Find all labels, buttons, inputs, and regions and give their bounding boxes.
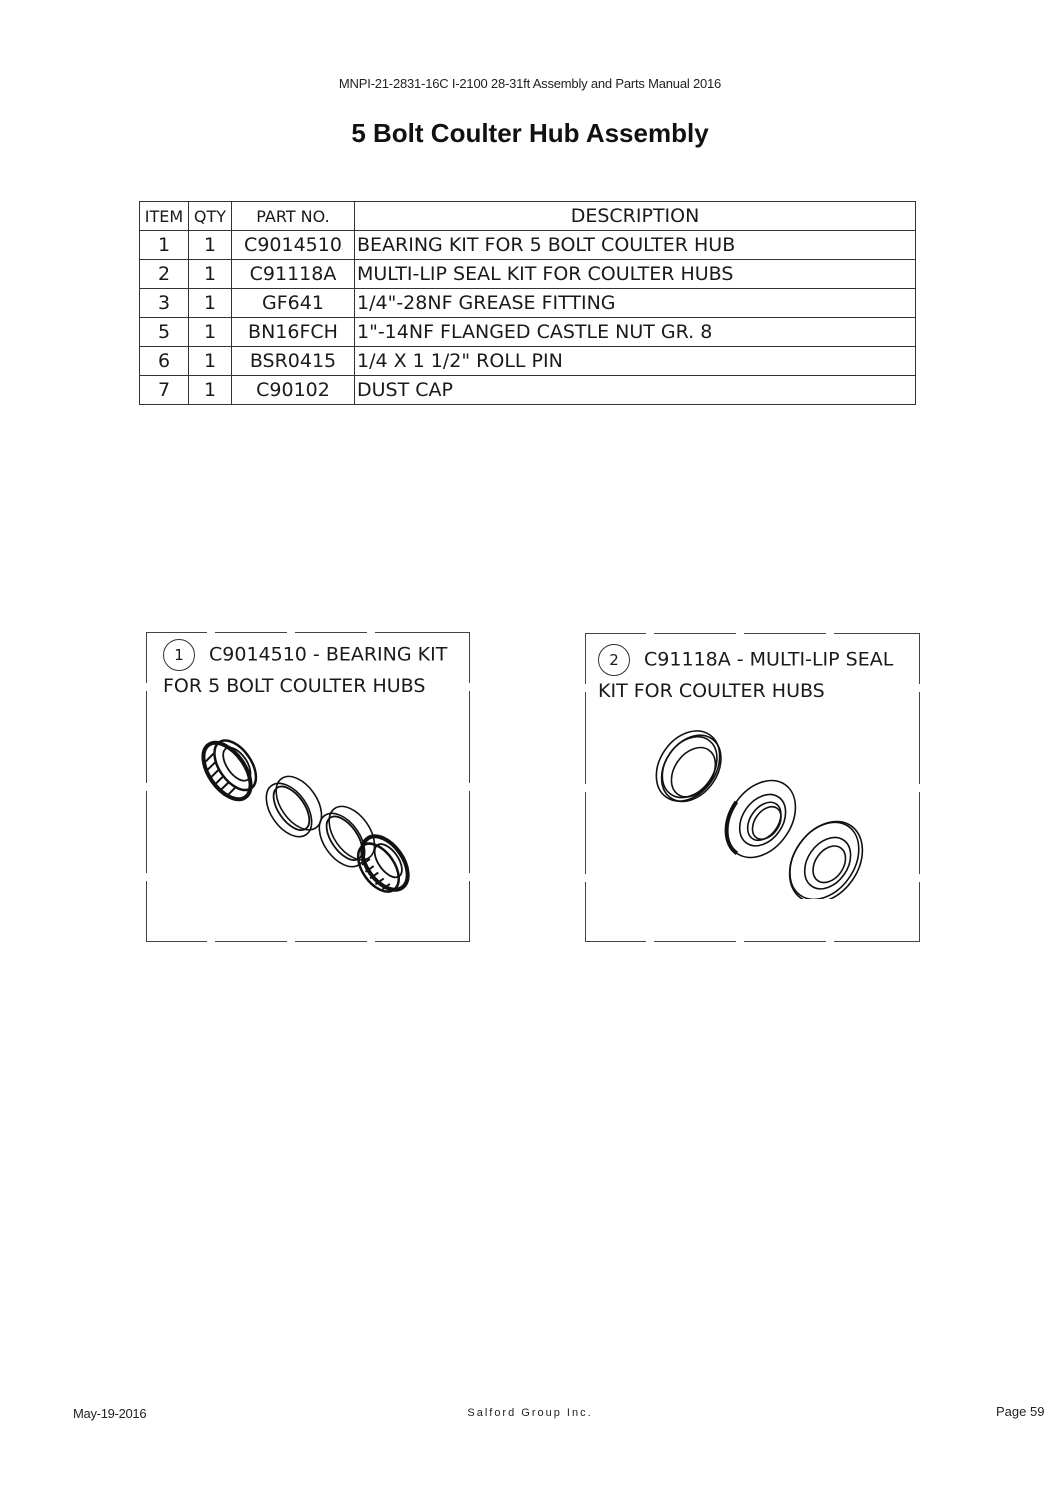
part-no-cell: C9014510 [231, 230, 355, 260]
qty-cell: 1 [188, 346, 232, 376]
item-cell: 2 [139, 259, 189, 289]
column-header-description: DESCRIPTION [354, 201, 916, 231]
footer-date: May-19-2016 [73, 1406, 147, 1421]
callout-line-1: C9014510 - BEARING KIT [209, 643, 448, 666]
detail-view-seal-kit: 2 C91118A - MULTI-LIP SEAL KIT FOR COULTE… [584, 632, 921, 943]
callout-line-2: KIT FOR COULTER HUBS [598, 680, 825, 702]
bearing-kit-illustration [201, 739, 410, 893]
detail-view-bearing-kit: 1 C9014510 - BEARING KIT FOR 5 BOLT COULT… [145, 631, 471, 943]
description-cell: 1/4"-28NF GREASE FITTING [354, 288, 916, 318]
footer-company: Salford Group Inc. [467, 1407, 593, 1419]
column-header-item: ITEM [139, 201, 189, 231]
description-cell: MULTI-LIP SEAL KIT FOR COULTER HUBS [354, 259, 916, 289]
item-cell: 6 [139, 346, 189, 376]
qty-cell: 1 [188, 375, 232, 405]
part-no-cell: BN16FCH [231, 317, 355, 347]
callout-number-circle: 1 [163, 639, 195, 671]
description-cell: 1/4 X 1 1/2" ROLL PIN [354, 346, 916, 376]
part-no-cell: BSR0415 [231, 346, 355, 376]
table-row: 5 1 BN16FCH 1"-14NF FLANGED CASTLE NUT G… [139, 317, 916, 347]
footer-page-number: Page 59 [996, 1404, 1045, 1419]
qty-cell: 1 [188, 230, 232, 260]
description-cell: BEARING KIT FOR 5 BOLT COULTER HUB [354, 230, 916, 260]
column-header-part-no: PART NO. [231, 201, 355, 231]
callout-line-1: C91118A - MULTI-LIP SEAL [644, 648, 894, 671]
page-title: 5 Bolt Coulter Hub Assembly [351, 118, 709, 148]
table-row: 6 1 BSR0415 1/4 X 1 1/2" ROLL PIN [139, 346, 916, 376]
table-row: 2 1 C91118A MULTI-LIP SEAL KIT FOR COULT… [139, 259, 916, 289]
table-row: 3 1 GF641 1/4"-28NF GREASE FITTING [139, 288, 916, 318]
item-cell: 5 [139, 317, 189, 347]
document-header-line: MNPI-21-2831-16C I-2100 28-31ft Assembly… [338, 76, 722, 91]
detail-callout-2: 2 C91118A - MULTI-LIP SEAL KIT FOR COULTE… [598, 644, 893, 707]
seal-kit-illustration [655, 730, 864, 899]
qty-cell: 1 [188, 259, 232, 289]
parts-table: ITEM QTY PART NO. DESCRIPTION 1 1 C90145… [139, 201, 916, 405]
table-header-row: ITEM QTY PART NO. DESCRIPTION [139, 201, 916, 231]
callout-number-circle: 2 [598, 644, 630, 676]
column-header-qty: QTY [188, 201, 232, 231]
part-no-cell: GF641 [231, 288, 355, 318]
qty-cell: 1 [188, 317, 232, 347]
part-no-cell: C90102 [231, 375, 355, 405]
detail-callout-1: 1 C9014510 - BEARING KIT FOR 5 BOLT COULT… [163, 639, 447, 702]
part-no-cell: C91118A [231, 259, 355, 289]
item-cell: 3 [139, 288, 189, 318]
table-row: 7 1 C90102 DUST CAP [139, 375, 916, 405]
item-cell: 7 [139, 375, 189, 405]
item-cell: 1 [139, 230, 189, 260]
callout-line-2: FOR 5 BOLT COULTER HUBS [163, 675, 426, 697]
table-row: 1 1 C9014510 BEARING KIT FOR 5 BOLT COUL… [139, 230, 916, 260]
description-cell: DUST CAP [354, 375, 916, 405]
qty-cell: 1 [188, 288, 232, 318]
description-cell: 1"-14NF FLANGED CASTLE NUT GR. 8 [354, 317, 916, 347]
